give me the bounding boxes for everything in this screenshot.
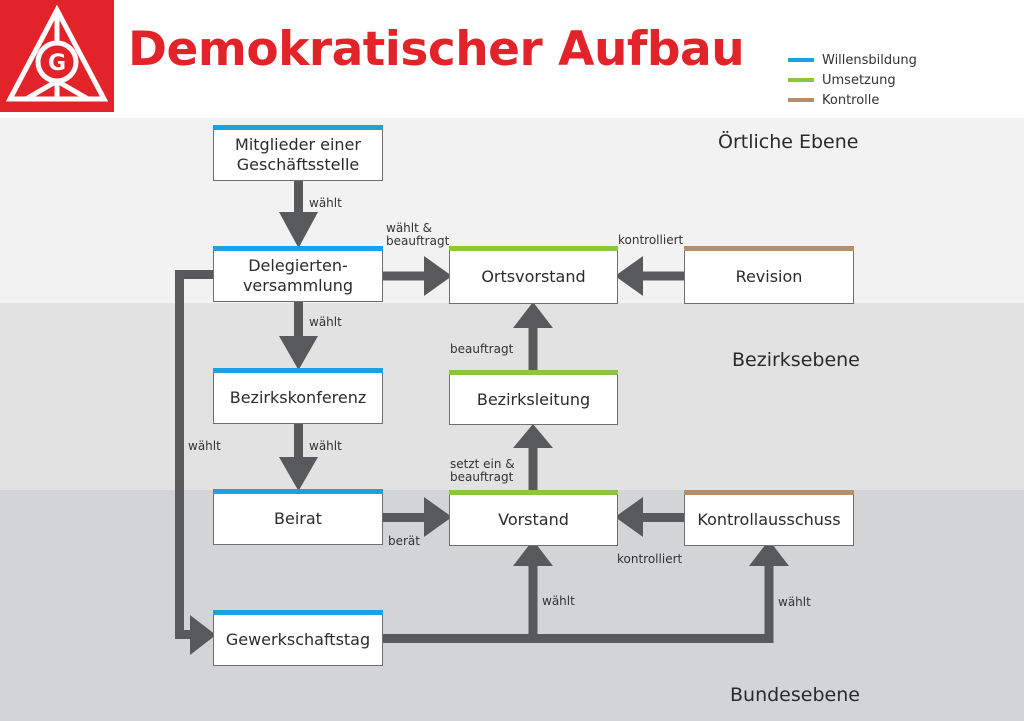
node-revision: Revision (684, 246, 854, 304)
legend-item-kontrolle: Kontrolle (788, 91, 879, 111)
level-label-federal: Bundesebene (730, 684, 860, 706)
arrow-shaft (640, 271, 686, 281)
arrow-shaft (175, 630, 195, 639)
node-label: Vorstand (498, 510, 569, 529)
node-bar-willensbildung (213, 489, 383, 494)
node-bar-umsetzung (449, 246, 618, 251)
arrow-head (424, 497, 452, 537)
edge-label-waehlt: wählt (542, 594, 575, 608)
edge-label-setzt-ein-beauftragt: setzt ein & beauftragt (450, 457, 515, 484)
arrow-shaft (528, 446, 538, 492)
arrow-head (190, 615, 216, 655)
arrow-shaft (764, 564, 774, 643)
edge-label-kontrolliert: kontrolliert (617, 552, 683, 566)
node-label: Revision (735, 267, 803, 286)
arrow-shaft (382, 634, 773, 643)
igm-logo: G (0, 0, 114, 112)
node-bar-willensbildung (213, 368, 383, 373)
node-label: Ortsvorstand (481, 267, 586, 286)
node-bar-willensbildung (213, 125, 383, 130)
edge-label-waehlt: wählt (309, 196, 342, 210)
edge-label-kontrolliert: kontrolliert (618, 233, 684, 247)
arrow-shaft (380, 513, 426, 522)
arrow-head (749, 540, 789, 566)
node-bar-umsetzung (449, 370, 618, 375)
level-label-district: Bezirksebene (732, 349, 860, 371)
legend-swatch-green (788, 77, 814, 82)
arrow-head (513, 540, 553, 566)
edge-label-waehlt: wählt (309, 439, 342, 453)
node-label: Bezirksleitung (476, 389, 591, 409)
legend-swatch-brown (788, 97, 814, 102)
node-ortsvorstand: Ortsvorstand (449, 246, 618, 304)
legend-label: Umsetzung (822, 73, 896, 88)
igm-logo-icon: G (5, 4, 109, 102)
node-label: Beirat (274, 509, 322, 528)
arrow-head (279, 212, 318, 248)
arrow-shaft (528, 564, 538, 643)
node-label: Bezirkskonferenz (229, 388, 367, 407)
arrow-shaft (640, 513, 686, 522)
node-bezirkskonferenz: Bezirkskonferenz (213, 368, 383, 424)
arrow-shaft (528, 326, 538, 372)
edge-label-waehlt-beauftragt: wählt & beauftragt (386, 221, 450, 248)
node-bar-kontrolle (684, 490, 854, 495)
node-label: Kontrollausschuss (697, 510, 841, 529)
arrow-shaft (175, 270, 215, 279)
edge-label-waehlt: wählt (778, 595, 811, 609)
legend-label: Kontrolle (822, 93, 880, 108)
arrow-shaft (294, 178, 303, 214)
node-beirat: Beirat (213, 489, 383, 545)
node-vorstand: Vorstand (449, 490, 618, 546)
legend-swatch-blue (788, 57, 814, 62)
page-title: Demokratischer Aufbau (128, 22, 745, 77)
legend-item-willensbildung: Willensbildung (788, 51, 917, 71)
arrow-head (615, 256, 643, 296)
edge-label-beraet: berät (388, 534, 420, 548)
node-bar-willensbildung (213, 246, 383, 251)
arrow-head (424, 256, 452, 296)
edge-label-beauftragt: beauftragt (450, 342, 514, 356)
node-bar-willensbildung (213, 610, 383, 615)
svg-text:G: G (48, 51, 66, 76)
arrow-shaft (294, 423, 303, 459)
arrow-head (279, 457, 318, 491)
edge-label-waehlt: wählt (309, 315, 342, 329)
node-delegiertenversammlung: Delegierten- versammlung (213, 246, 383, 302)
node-gewerkschaftstag: Gewerkschaftstag (213, 610, 383, 666)
arrow-shaft (175, 270, 184, 639)
node-label: Mitglieder einer Geschäftsstelle (235, 135, 361, 174)
legend-item-umsetzung: Umsetzung (788, 71, 896, 91)
node-label: Delegierten- versammlung (242, 256, 354, 295)
node-bezirksleitung: Bezirksleitung (449, 370, 618, 425)
level-label-local: Örtliche Ebene (718, 131, 859, 153)
legend-label: Willensbildung (822, 53, 917, 68)
node-bar-kontrolle (684, 246, 854, 251)
edge-label-waehlt: wählt (188, 439, 221, 453)
arrow-head (279, 336, 318, 370)
node-mitglieder: Mitglieder einer Geschäftsstelle (213, 125, 383, 181)
arrow-head (513, 424, 553, 448)
node-label: Gewerkschaftstag (225, 630, 371, 649)
arrow-shaft (382, 271, 426, 281)
arrow-shaft (294, 302, 303, 338)
arrow-head (513, 302, 553, 328)
node-bar-umsetzung (449, 490, 618, 495)
arrow-head (615, 497, 643, 537)
node-kontrollausschuss: Kontrollausschuss (684, 490, 854, 546)
